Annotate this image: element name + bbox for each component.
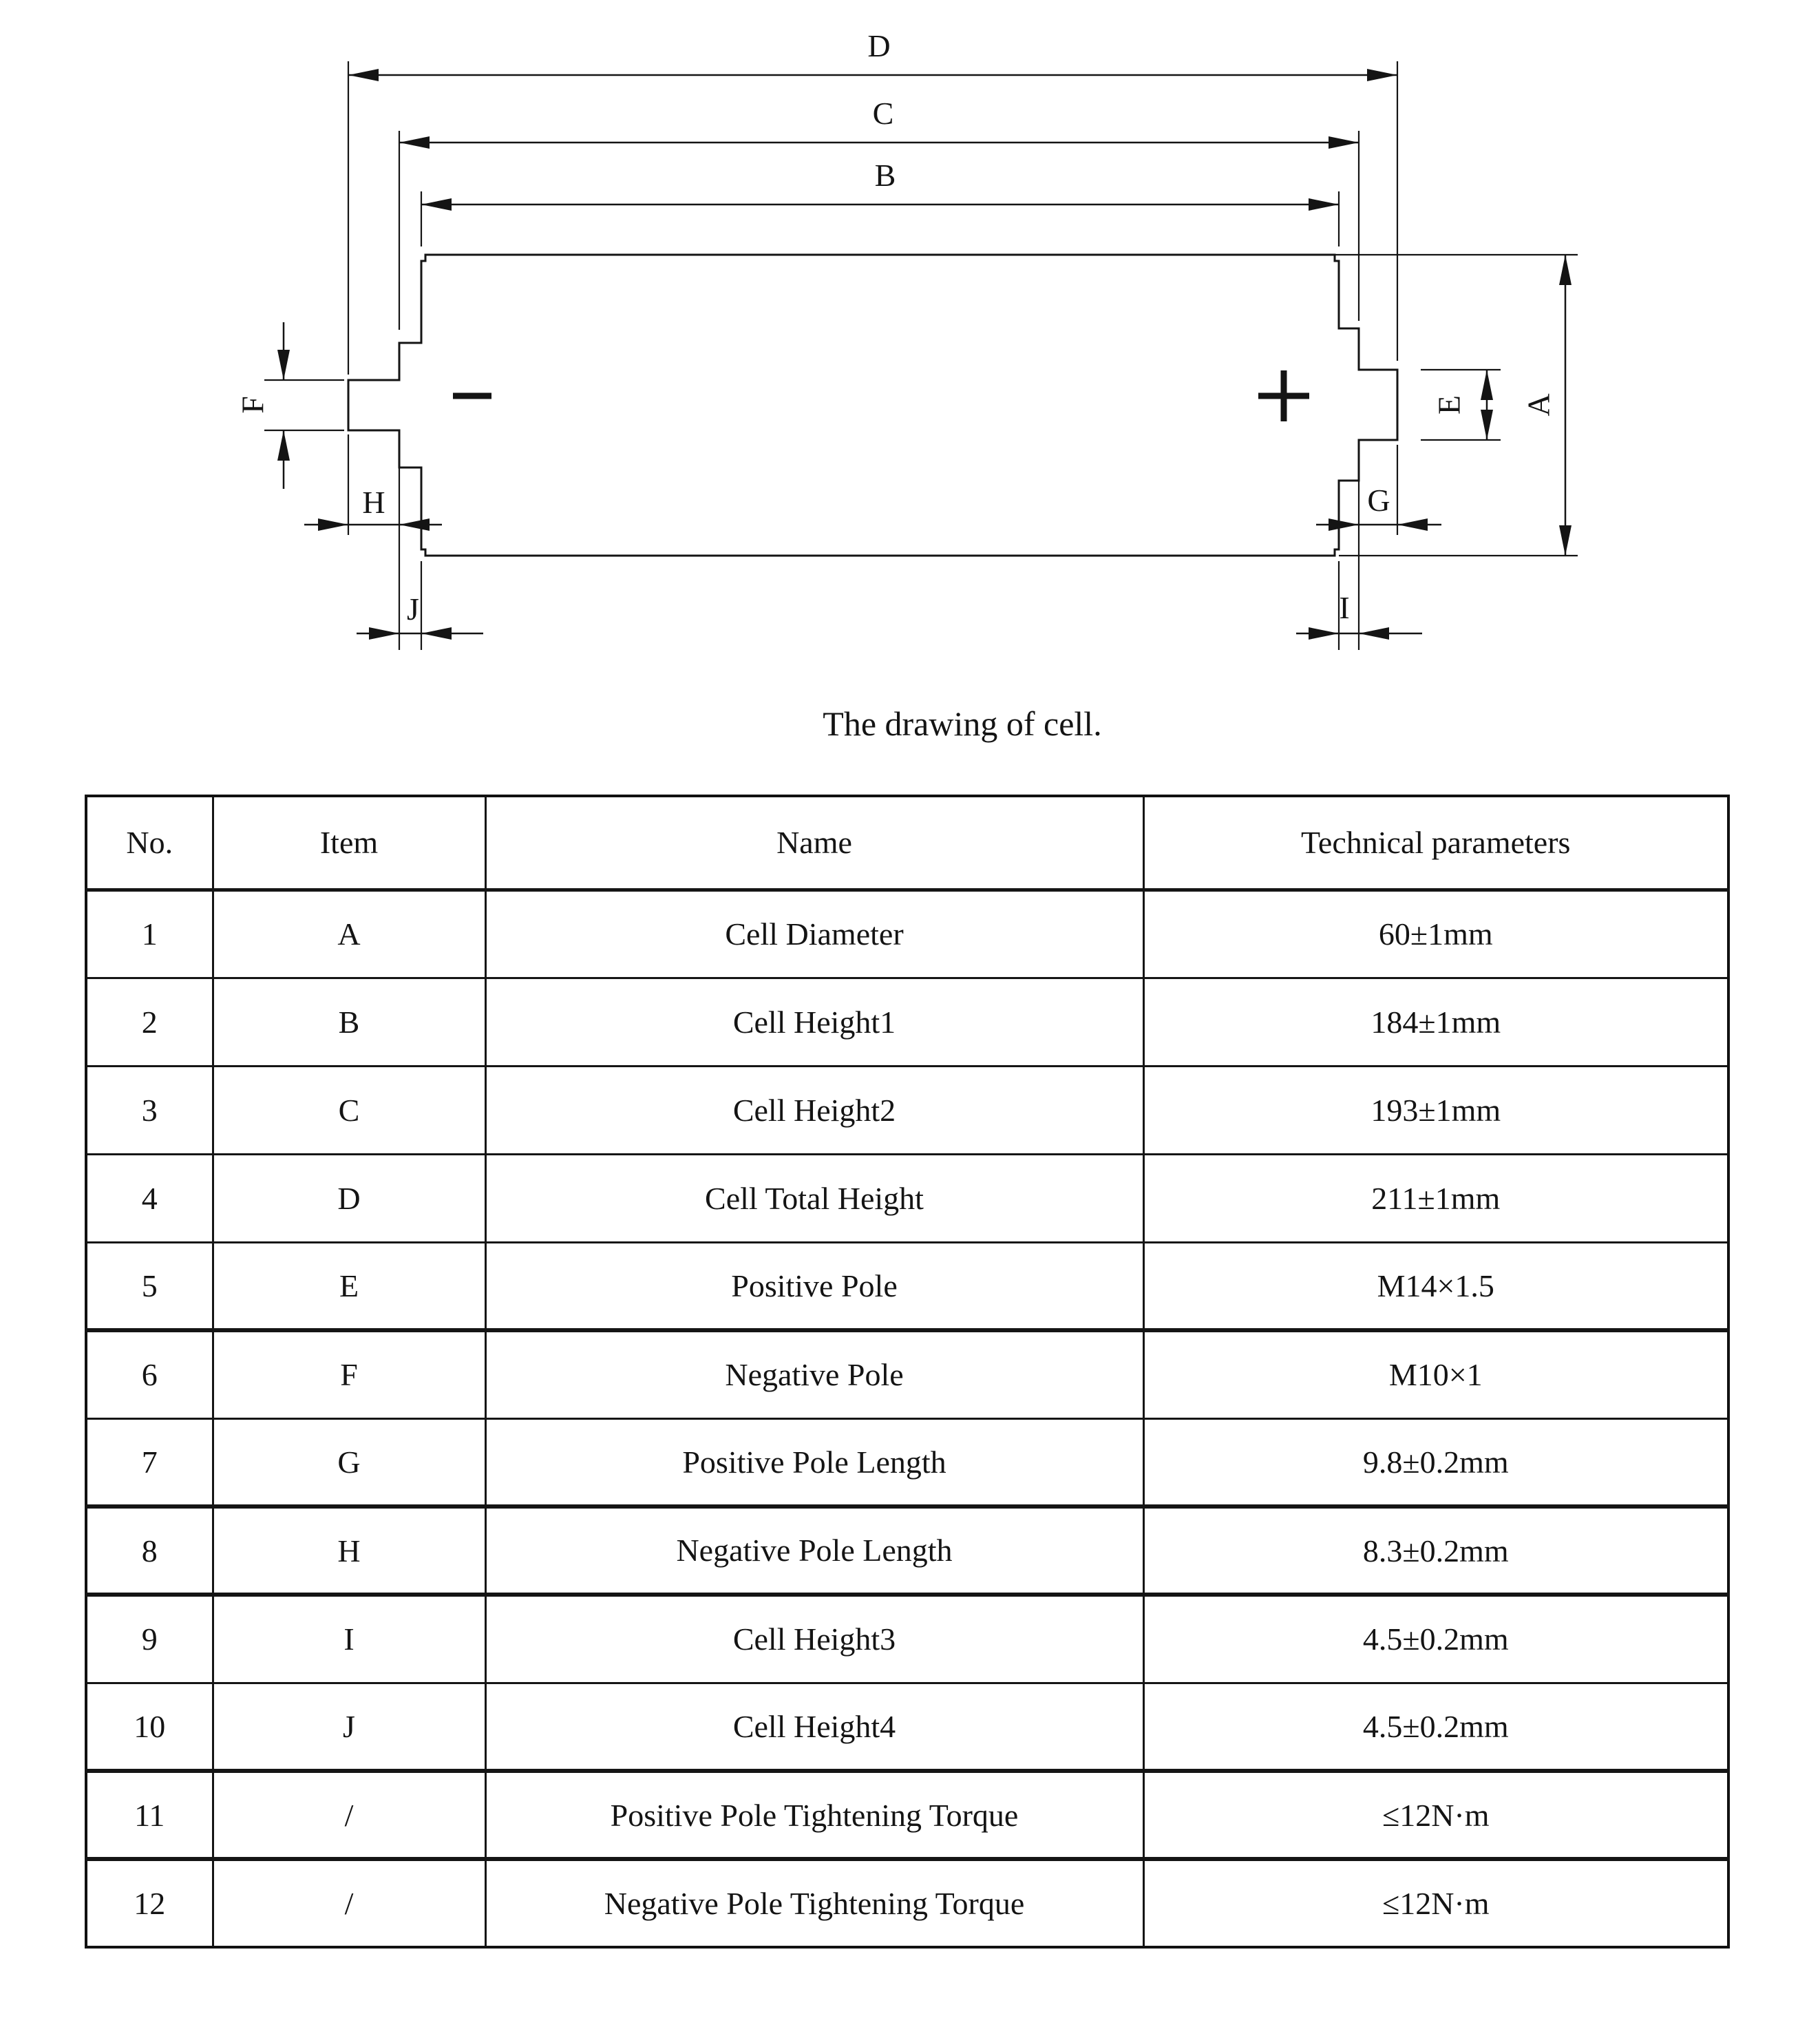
dim-label-b: B (875, 158, 896, 193)
table-row: 5 E Positive Pole M14×1.5 (85, 1241, 1730, 1332)
cell-no: 1 (85, 888, 214, 979)
cell-name: Positive Pole Length (484, 1417, 1145, 1509)
cell-params: 9.8±0.2mm (1142, 1417, 1730, 1509)
dim-label-c: C (873, 96, 894, 131)
cell-params: 60±1mm (1142, 888, 1730, 979)
cell-name: Negative Pole Tightening Torque (484, 1858, 1145, 1949)
dim-label-f: F (235, 396, 271, 414)
dim-label-i: I (1339, 590, 1349, 625)
cell-no: 9 (85, 1593, 214, 1684)
cell-profile-outline (347, 253, 1399, 557)
cell-no: 12 (85, 1858, 214, 1949)
header-no: No. (85, 795, 214, 892)
cell-params: 8.3±0.2mm (1142, 1505, 1730, 1597)
cell-item: H (211, 1505, 487, 1597)
cell-no: 10 (85, 1681, 214, 1773)
cell-name: Positive Pole (484, 1241, 1145, 1332)
cell-item: A (211, 888, 487, 979)
cell-name: Positive Pole Tightening Torque (484, 1769, 1145, 1861)
cell-name: Cell Height3 (484, 1593, 1145, 1684)
cell-params: 4.5±0.2mm (1142, 1593, 1730, 1684)
spec-table: No. Item Name Technical parameters 1 A C… (85, 795, 1730, 1949)
cell-item: F (211, 1329, 487, 1420)
table-row: 6 F Negative Pole M10×1 (85, 1329, 1730, 1420)
dim-label-j: J (407, 591, 419, 627)
table-row: 1 A Cell Diameter 60±1mm (85, 888, 1730, 979)
cell-name: Cell Height2 (484, 1064, 1145, 1155)
cell-params: ≤12N·m (1142, 1858, 1730, 1949)
dim-label-e: E (1432, 395, 1467, 414)
extension-lines (264, 61, 1578, 650)
cell-item: J (211, 1681, 487, 1773)
cell-name: Cell Height1 (484, 976, 1145, 1067)
cell-name: Negative Pole (484, 1329, 1145, 1420)
cell-name: Cell Height4 (484, 1681, 1145, 1773)
cell-name: Negative Pole Length (484, 1505, 1145, 1597)
table-row: 3 C Cell Height2 193±1mm (85, 1064, 1730, 1155)
table-row: 11 / Positive Pole Tightening Torque ≤12… (85, 1769, 1730, 1861)
cell-no: 3 (85, 1064, 214, 1155)
cell-no: 5 (85, 1241, 214, 1332)
header-name: Name (484, 795, 1145, 892)
cell-no: 8 (85, 1505, 214, 1597)
cell-item: D (211, 1153, 487, 1243)
table-row: 9 I Cell Height3 4.5±0.2mm (85, 1593, 1730, 1684)
cell-item: C (211, 1064, 487, 1155)
cell-no: 6 (85, 1329, 214, 1420)
table-row: 4 D Cell Total Height 211±1mm (85, 1153, 1730, 1243)
cell-no: 7 (85, 1417, 214, 1509)
dim-label-d: D (867, 28, 890, 63)
positive-pole-symbol (1258, 370, 1309, 421)
table-row: 7 G Positive Pole Length 9.8±0.2mm (85, 1417, 1730, 1509)
cell-params: ≤12N·m (1142, 1769, 1730, 1861)
dimension-arrowheads (277, 69, 1572, 640)
cell-name: Cell Diameter (484, 888, 1145, 979)
cell-params: 193±1mm (1142, 1064, 1730, 1155)
header-item: Item (211, 795, 487, 892)
cell-params: M14×1.5 (1142, 1241, 1730, 1332)
cell-params: 184±1mm (1142, 976, 1730, 1067)
dim-label-g: G (1367, 483, 1390, 518)
cell-params: 4.5±0.2mm (1142, 1681, 1730, 1773)
cell-item: G (211, 1417, 487, 1509)
cell-no: 2 (85, 976, 214, 1067)
cell-params: M10×1 (1142, 1329, 1730, 1420)
cell-item: / (211, 1769, 487, 1861)
header-params: Technical parameters (1142, 795, 1730, 892)
cell-drawing: D C B F H J E A G I (235, 28, 1578, 650)
cell-params: 211±1mm (1142, 1153, 1730, 1243)
dim-label-a: A (1521, 393, 1556, 416)
dimension-lines (282, 74, 1567, 635)
cell-item: I (211, 1593, 487, 1684)
table-header-row: No. Item Name Technical parameters (85, 795, 1730, 892)
cell-item: E (211, 1241, 487, 1332)
dim-label-h: H (362, 485, 385, 520)
drawing-caption: The drawing of cell. (823, 704, 1102, 743)
cell-no: 11 (85, 1769, 214, 1861)
table-row: 2 B Cell Height1 184±1mm (85, 976, 1730, 1067)
table-row: 8 H Negative Pole Length 8.3±0.2mm (85, 1505, 1730, 1597)
cell-name: Cell Total Height (484, 1153, 1145, 1243)
cell-item: / (211, 1858, 487, 1949)
table-row: 12 / Negative Pole Tightening Torque ≤12… (85, 1858, 1730, 1949)
cell-item: B (211, 976, 487, 1067)
table-row: 10 J Cell Height4 4.5±0.2mm (85, 1681, 1730, 1773)
cell-no: 4 (85, 1153, 214, 1243)
